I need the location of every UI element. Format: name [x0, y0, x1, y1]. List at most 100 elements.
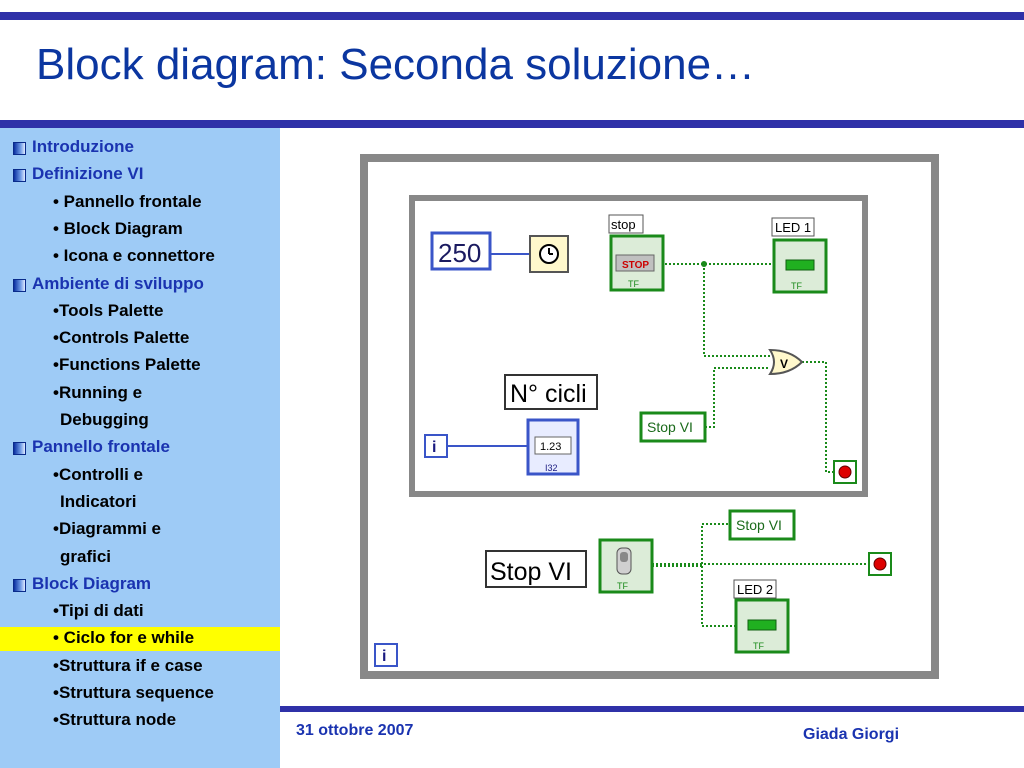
ncicli-label: N° cicli — [510, 380, 587, 408]
sidebar-item-18[interactable]: • Ciclo for e while — [0, 627, 280, 652]
or-gate-icon[interactable] — [768, 348, 804, 376]
sidebar-item-3[interactable]: • Block Diagram — [0, 218, 280, 242]
wire-stopvi-to-or — [705, 367, 770, 428]
inner-iteration-terminal — [424, 434, 448, 458]
outer-stop-condition[interactable] — [868, 552, 892, 576]
wire-stop-to-or — [703, 264, 770, 357]
sidebar-bullet-icon — [13, 578, 26, 592]
sidebar-item-21[interactable]: •Struttura node — [0, 709, 280, 733]
sidebar-item-label: Introduzione — [32, 137, 134, 156]
led2-label: LED 2 — [737, 582, 773, 597]
sidebar-item-label: •Tipi di dati — [53, 601, 144, 621]
stop-label: stop — [611, 217, 636, 232]
sidebar-item-label: •Tools Palette — [53, 300, 164, 320]
numeric-indicator-type: I32 — [545, 463, 558, 473]
sidebar-item-10[interactable]: Debugging — [0, 409, 280, 433]
numeric-indicator-value: 1.23 — [540, 441, 561, 453]
sidebar-item-2[interactable]: • Pannello frontale — [0, 191, 280, 215]
wire-toggle-to-led2 — [701, 566, 738, 627]
sidebar-item-16[interactable]: Block Diagram — [0, 573, 280, 597]
stopvi-local-variable-2[interactable] — [728, 509, 796, 541]
sidebar-item-label: •Diagrammi e — [53, 519, 161, 539]
title-rule — [0, 120, 1024, 128]
slide-title: Block diagram: Seconda soluzione… — [36, 40, 756, 89]
led1-tf-text: TF — [791, 281, 802, 291]
sidebar-item-label: Debugging — [60, 410, 149, 429]
stopvi-label-box — [485, 550, 587, 588]
wire-junction — [701, 261, 707, 267]
sidebar-item-label: • Icona e connettore — [53, 246, 215, 266]
ncicli-label-box — [504, 374, 598, 410]
wire-toggle-to-stopvi — [652, 523, 730, 567]
led1-label-box — [771, 217, 815, 237]
wait-timer-icon — [539, 244, 559, 264]
stop-tf-text: TF — [628, 279, 639, 289]
sidebar-item-label: grafici — [60, 546, 112, 566]
or-gate-symbol: V — [780, 357, 788, 371]
stop-button-text: STOP — [622, 260, 649, 271]
inner-while-loop — [409, 195, 868, 497]
numeric-constant[interactable] — [430, 231, 492, 271]
sidebar-item-label: •Controlli e — [53, 464, 144, 484]
stopvi-label: Stop VI — [490, 558, 572, 586]
numeric-indicator-display — [534, 436, 572, 455]
sidebar-item-label: • Ciclo for e while — [53, 628, 195, 648]
numeric-constant-value: 250 — [438, 238, 481, 268]
sidebar-item-label: •Struttura if e case — [53, 655, 203, 675]
sidebar-bullet-icon — [13, 442, 26, 456]
outer-iteration-text: i — [382, 648, 386, 665]
sidebar-item-0[interactable]: Introduzione — [0, 136, 280, 160]
sidebar-bullet-icon — [13, 142, 26, 155]
sidebar-item-9[interactable]: •Running e — [0, 382, 280, 406]
sidebar-item-1[interactable]: Definizione VI — [0, 163, 280, 187]
sidebar-item-7[interactable]: •Controls Palette — [0, 327, 280, 351]
led2-tf-text: TF — [753, 641, 764, 651]
sidebar-item-12[interactable]: •Controlli e — [0, 464, 280, 488]
stopvi-local-text-2: Stop VI — [736, 517, 782, 533]
inner-iteration-text: i — [432, 439, 436, 456]
stop-condition-icon — [838, 465, 852, 479]
sidebar-item-label: •Running e — [53, 382, 143, 402]
sidebar-item-15[interactable]: grafici — [0, 546, 280, 570]
sidebar-item-label: Definizione VI — [32, 164, 144, 184]
sidebar-nav — [0, 128, 280, 768]
sidebar-item-label: •Struttura sequence — [53, 683, 214, 702]
sidebar-item-label: Pannello frontale — [32, 437, 170, 457]
led2-lamp — [747, 619, 777, 631]
stop-button-terminal[interactable] — [609, 234, 665, 292]
numeric-indicator[interactable] — [526, 418, 580, 476]
outer-stop-condition-icon — [873, 557, 887, 571]
sidebar-item-label: Indicatori — [60, 491, 137, 511]
sidebar-item-8[interactable]: •Functions Palette — [0, 354, 280, 378]
sidebar-item-11[interactable]: Pannello frontale — [0, 436, 280, 460]
sidebar-item-label: Block Diagram — [32, 573, 152, 593]
top-rule — [0, 12, 1024, 20]
led2-indicator[interactable] — [734, 598, 790, 654]
sidebar-item-14[interactable]: •Diagrammi e — [0, 518, 280, 542]
footer-date: 31 ottobre 2007 — [296, 722, 414, 739]
led1-indicator[interactable] — [772, 238, 828, 294]
sidebar-item-label: Ambiente di sviluppo — [32, 273, 204, 293]
sidebar-bullet-icon — [13, 278, 26, 292]
sidebar-item-4[interactable]: • Icona e connettore — [0, 245, 280, 269]
outer-while-loop — [360, 154, 939, 679]
sidebar-item-20[interactable]: •Struttura sequence — [0, 682, 280, 706]
toggle-switch-terminal[interactable] — [598, 538, 654, 594]
stop-button-face — [615, 254, 655, 272]
sidebar-item-17[interactable]: •Tipi di dati — [0, 600, 280, 624]
sidebar-item-13[interactable]: Indicatori — [0, 491, 280, 515]
inner-stop-condition[interactable] — [833, 460, 857, 484]
stopvi-local-variable[interactable] — [639, 411, 707, 443]
sidebar-item-label: •Struttura node — [53, 710, 177, 730]
sidebar-item-label: • Block Diagram — [53, 218, 183, 238]
sidebar-item-label: •Controls Palette — [53, 328, 190, 348]
sidebar-bullet-icon — [13, 169, 26, 183]
sidebar-item-19[interactable]: •Struttura if e case — [0, 655, 280, 679]
sidebar-item-label: •Functions Palette — [53, 355, 201, 375]
led1-lamp — [785, 259, 815, 271]
toggle-tf-text: TF — [617, 581, 628, 591]
led1-label: LED 1 — [775, 220, 811, 235]
wait-timer-function[interactable] — [529, 235, 569, 273]
sidebar-item-5[interactable]: Ambiente di sviluppo — [0, 273, 280, 297]
sidebar-item-6[interactable]: •Tools Palette — [0, 300, 280, 324]
